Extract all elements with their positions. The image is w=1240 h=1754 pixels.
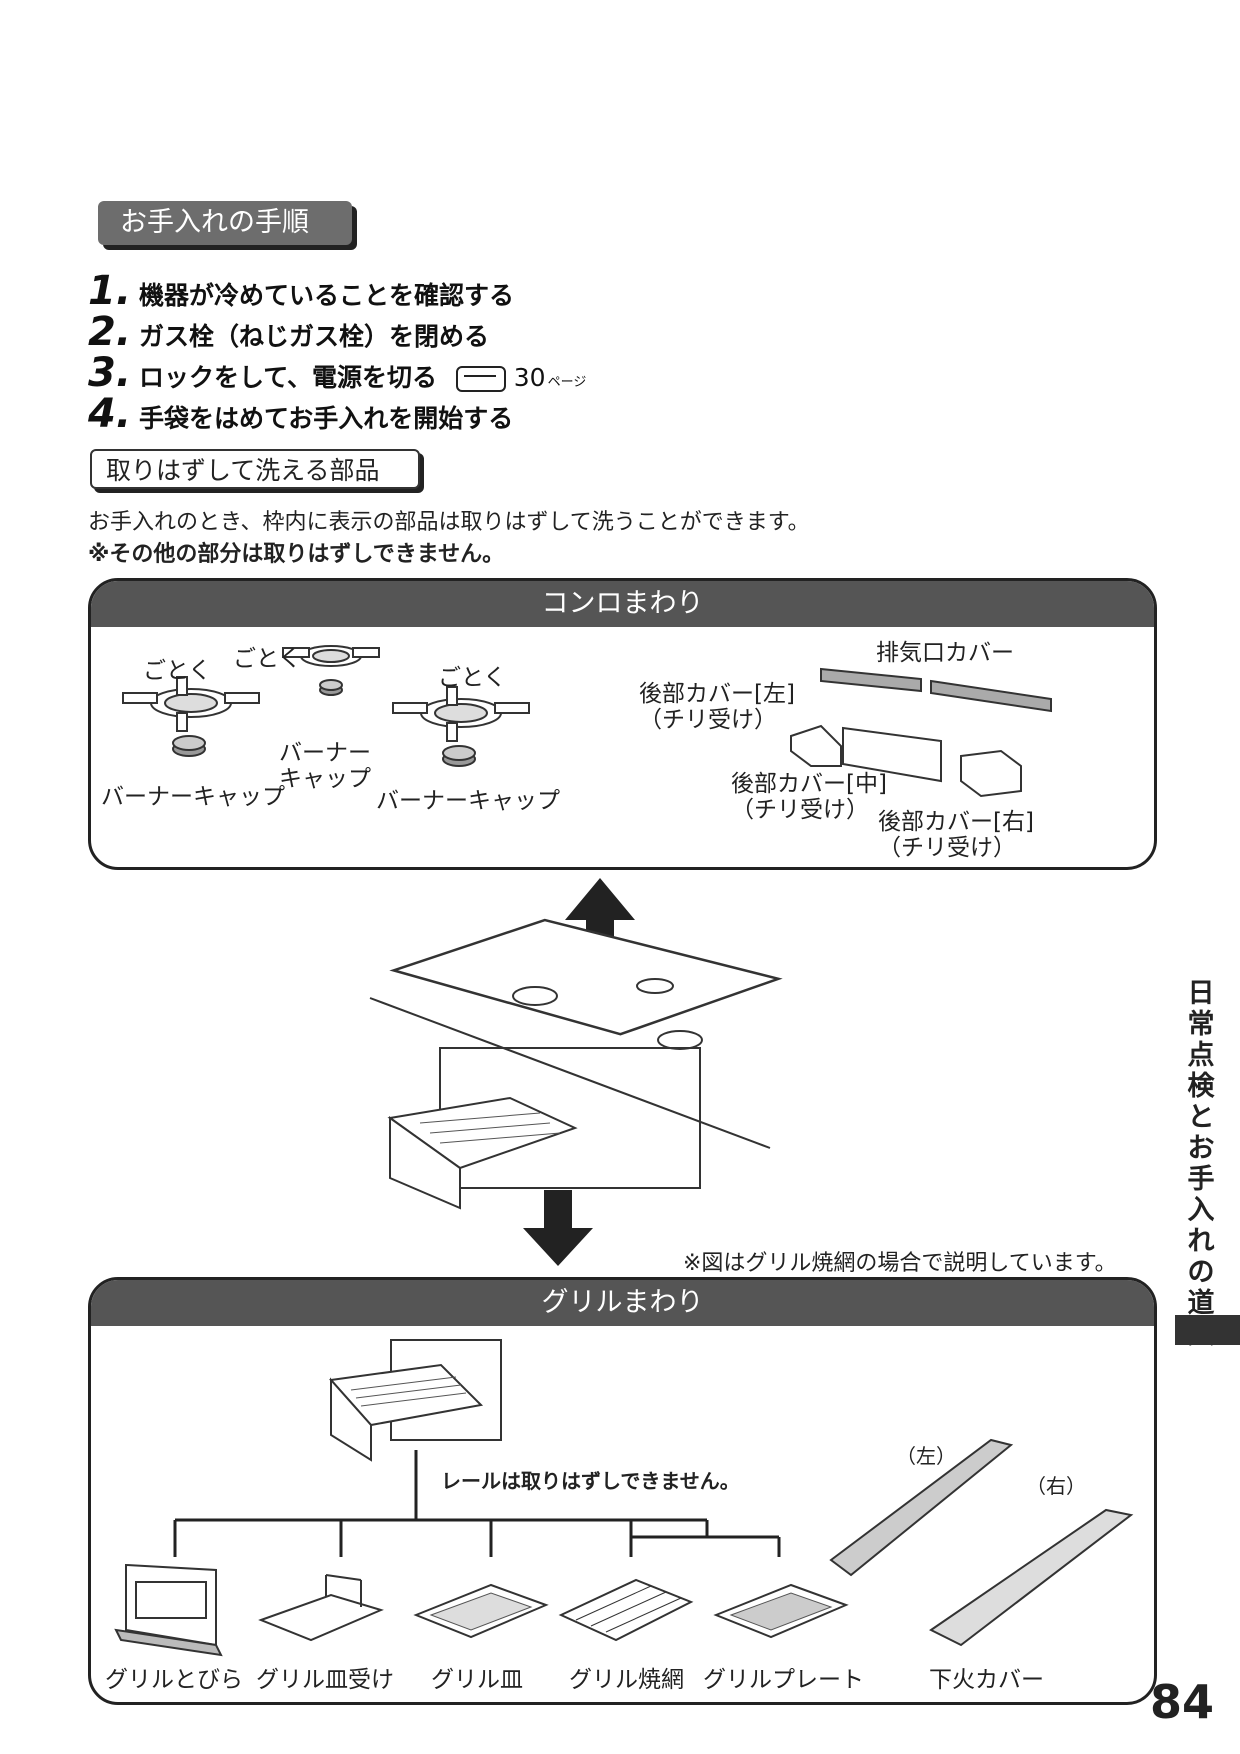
step-number: 1. [88,268,132,314]
up-arrow-icon [565,878,635,958]
procedure-tab: お手入れの手順 [98,201,352,245]
grill-drawer-illustration [329,1339,502,1462]
gotoku-label-3: ごとく [438,665,507,691]
burner-trivet-middle-illustration [282,645,380,696]
lower-fire-cover-right-illustration [929,1508,1134,1647]
burner-cap-label-2b: キャップ [279,766,371,792]
burner-cap-label-2a: バーナー [279,740,371,766]
step-number: 2. [88,309,132,355]
stove-illustration [369,878,783,1266]
rear-covers-illustration [790,724,1022,798]
left-tag: （左） [896,1444,956,1468]
step-text: ロックをして、電源を切る [139,363,438,392]
page-number: 84 [1150,1675,1215,1729]
grill-panel: グリルまわり レールは取りはずしできません。 [88,1277,1157,1705]
step-2: 2.ガス栓（ねじガス栓）を閉める [88,309,489,355]
step-text: 機器が冷めていることを確認する [139,281,515,310]
step-4: 4.手袋をはめてお手入れを開始する [88,391,513,437]
step-number: 3. [88,350,132,396]
figure-note: ※図はグリル焼網の場合で説明しています。 [683,1251,1117,1276]
removable-warning: ※その他の部分は取りはずしできません。 [88,542,505,567]
step-text: 手袋をはめてお手入れを開始する [139,404,514,433]
rear-cover-left-sub: （チリ受け） [639,707,777,733]
part-label-lower-fire-cover: 下火カバー [929,1667,1044,1693]
konro-panel-header: コンロまわり [91,581,1154,627]
grill-door-illustration [114,1563,223,1657]
grill-panel-header: グリルまわり [91,1280,1154,1326]
chapter-side-label: 日常点検とお手入れの道具 [1187,978,1215,1350]
part-label-grill-plate: グリルプレート [703,1667,864,1693]
step-number: 4. [88,391,132,437]
grill-tray-holder-illustration [258,1574,384,1642]
chapter-marker [1175,1315,1240,1345]
rear-cover-right-label: 後部カバー[右] [878,809,1034,835]
pointing-hand-icon [455,366,506,392]
grill-plate-illustration [713,1583,849,1639]
grill-tray-illustration [413,1583,549,1639]
gotoku-label-2: ごとく [233,646,302,672]
step-1: 1.機器が冷めていることを確認する [88,268,514,314]
part-label-grill-door: グリルとびら [105,1667,243,1693]
removable-note: お手入れのとき、枠内に表示の部品は取りはずして洗うことができます。 [88,510,810,535]
exhaust-cover-illustration [820,667,1052,713]
part-label-grill-net: グリル焼網 [569,1667,684,1693]
konro-panel: コンロまわり ごとく ごとく ごとく [88,578,1157,870]
right-tag: （右） [1026,1474,1086,1498]
step-text: ガス栓（ねじガス栓）を閉める [139,322,490,351]
parts-tree-lines [173,1450,781,1557]
rear-cover-left-label: 後部カバー[左] [639,681,795,707]
exhaust-cover-label: 排気口カバー [876,640,1014,666]
rear-cover-middle-label: 後部カバー[中] [731,771,887,797]
burner-cap-label-3: バーナーキャップ [376,788,560,814]
part-label-grill-tray: グリル皿 [431,1667,523,1693]
rear-cover-middle-sub: （チリ受け） [731,797,869,823]
burner-cap-label-1: バーナーキャップ [101,784,285,810]
part-label-grill-tray-holder: グリル皿受け [256,1667,394,1693]
gotoku-label-1: ごとく [143,658,212,684]
grill-net-illustration [558,1578,694,1642]
burner-trivet-left-illustration [122,676,260,757]
lower-fire-cover-left-illustration [829,1438,1014,1577]
burner-trivet-right-illustration [392,686,530,767]
down-arrow-icon [523,1190,593,1266]
rear-cover-right-sub: （チリ受け） [878,835,1016,861]
rail-note: レールは取りはずしできません。 [441,1469,740,1493]
removable-parts-tab: 取りはずして洗える部品 [90,449,420,489]
